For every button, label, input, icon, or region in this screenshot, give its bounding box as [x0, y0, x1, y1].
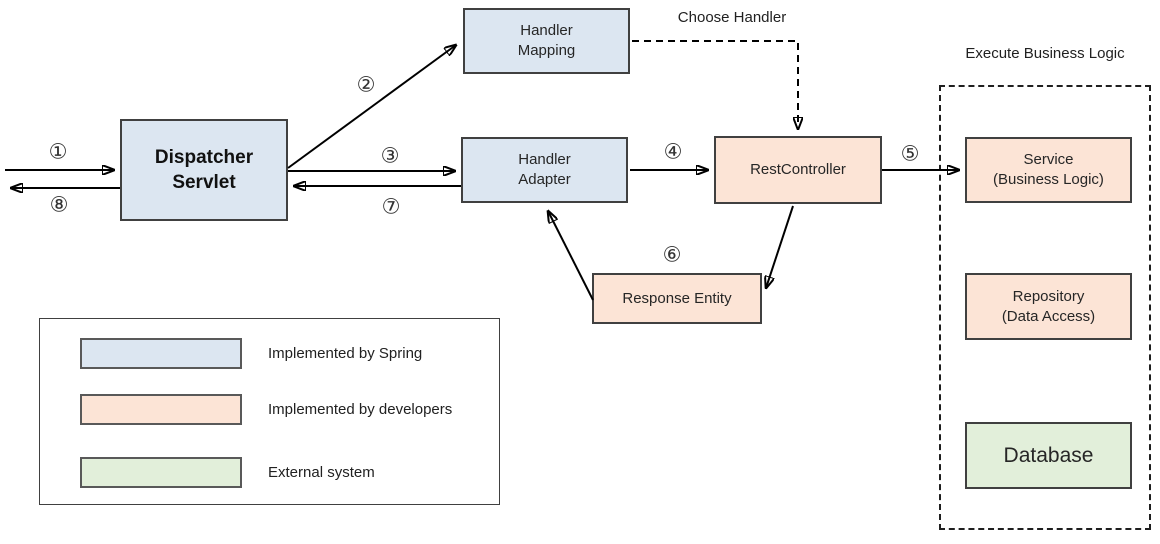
- legend-swatch-spring: [80, 338, 242, 369]
- handler-mapping-label-line2: Mapping: [517, 42, 576, 59]
- execute-business-logic-label: Execute Business Logic: [965, 45, 1125, 62]
- step-6-badge: ⑥: [662, 242, 682, 267]
- database-box: Database: [965, 422, 1132, 489]
- step-2-badge: ②: [356, 72, 376, 97]
- repository-label-line2: (Data Access): [1001, 307, 1096, 325]
- arrow-step-2: [287, 45, 456, 169]
- dispatcher-servlet-label-line2: Servlet: [172, 172, 236, 193]
- dispatcher-servlet-box: Dispatcher Servlet: [120, 119, 288, 221]
- step-3-badge: ③: [380, 143, 400, 168]
- handler-mapping-box: Handler Mapping: [463, 8, 630, 74]
- repository-box: Repository (Data Access): [965, 273, 1132, 340]
- choose-handler-label: Choose Handler: [677, 9, 787, 26]
- arrow-choose-handler-dashed: [632, 40, 798, 129]
- service-box: Service (Business Logic): [965, 137, 1132, 203]
- legend-swatch-developers: [80, 394, 242, 425]
- legend-label-developers: Implemented by developers: [268, 401, 453, 418]
- step-8-badge: ⑧: [49, 192, 69, 217]
- step-5-badge: ⑤: [900, 141, 920, 166]
- arrow-restcontroller-to-responseentity: [766, 205, 794, 288]
- response-entity-label: Response Entity: [622, 289, 732, 307]
- service-label-line1: Service: [1023, 151, 1074, 168]
- dispatcher-servlet-label-line1: Dispatcher: [154, 147, 254, 168]
- rest-controller-box: RestController: [714, 136, 882, 204]
- repository-label-line1: Repository: [1012, 287, 1085, 305]
- rest-controller-label: RestController: [750, 161, 846, 178]
- response-entity-box: Response Entity: [592, 273, 762, 324]
- execute-business-logic-region: [939, 85, 1151, 530]
- legend-label-external: External system: [268, 464, 375, 481]
- step-4-badge: ④: [663, 139, 683, 164]
- legend: Implemented by Spring Implemented by dev…: [39, 318, 500, 505]
- arrow-responseentity-to-handleradapter: [548, 211, 594, 301]
- database-label: Database: [1003, 443, 1094, 467]
- handler-adapter-label-line1: Handler: [518, 151, 571, 168]
- handler-mapping-label-line1: Handler: [520, 22, 573, 39]
- handler-adapter-label-line2: Adapter: [518, 171, 571, 188]
- legend-swatch-external: [80, 457, 242, 488]
- step-1-badge: ①: [48, 139, 68, 164]
- service-label-line2: (Business Logic): [993, 171, 1104, 188]
- step-7-badge: ⑦: [381, 194, 401, 219]
- legend-label-spring: Implemented by Spring: [268, 345, 423, 362]
- handler-adapter-box: Handler Adapter: [461, 137, 628, 203]
